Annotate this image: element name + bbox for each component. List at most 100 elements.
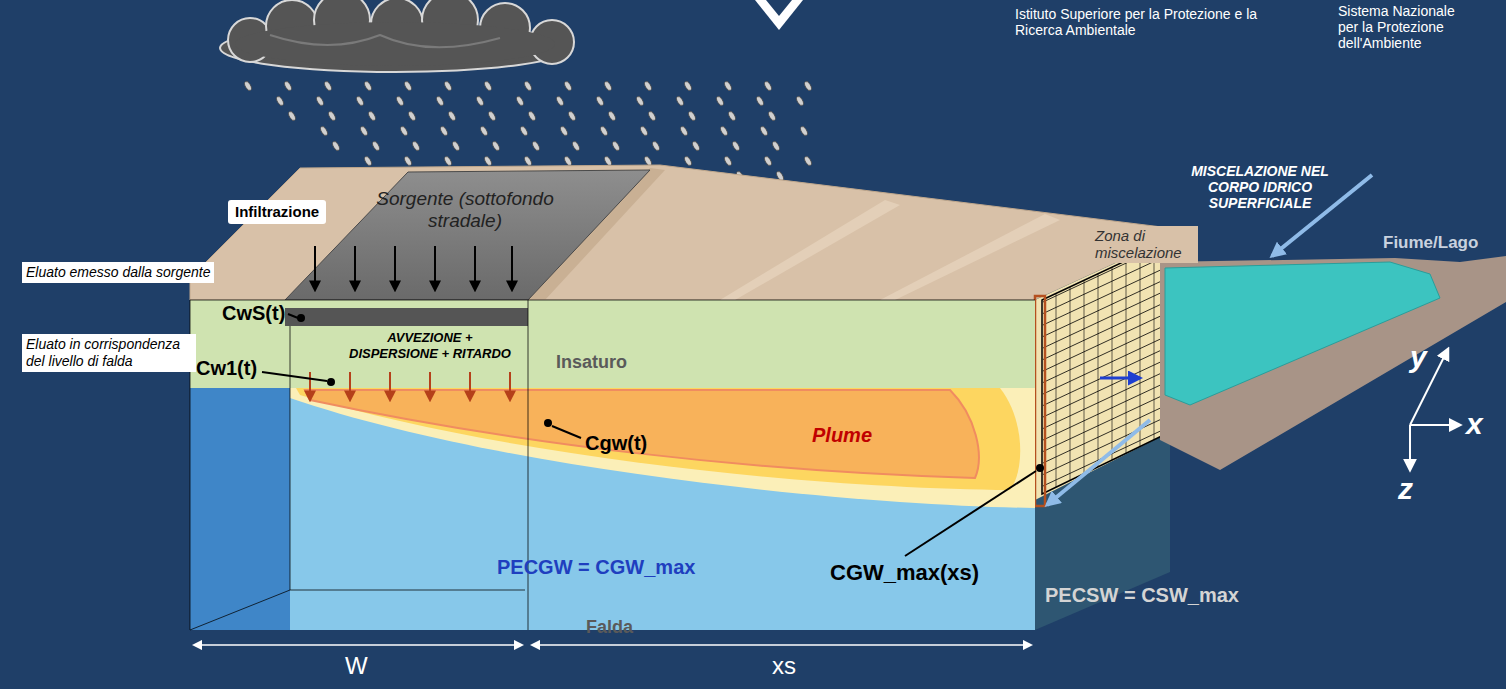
rain-drop: [315, 95, 325, 106]
infiltration-arrows: [314, 246, 316, 290]
infiltration-arrows: [315, 246, 512, 290]
rain-drop: [403, 155, 413, 166]
wireframe: [190, 590, 290, 630]
front-face: [190, 388, 1035, 630]
rain-drop: [367, 110, 377, 121]
rain-drop: [603, 80, 613, 91]
rain-drop: [323, 80, 333, 91]
rain-drop: [643, 80, 653, 91]
rain-drop: [411, 140, 421, 151]
box-text: Eluato in corrispondenza del livello di …: [26, 336, 192, 370]
process-label: AVVEZIONE + DISPERSIONE + RITARDO: [345, 330, 515, 361]
mixing-zone-outline: [1035, 296, 1045, 506]
hatch-line: [1043, 416, 1169, 475]
rain-drop: [275, 95, 285, 106]
rain-drop: [567, 110, 577, 121]
hatch-line: [1140, 254, 1141, 446]
front-face: [190, 388, 290, 630]
rain-drop: [479, 125, 489, 136]
transport-arrows: [310, 372, 510, 400]
infiltration-arrows: [354, 246, 356, 290]
rain-drop: [595, 95, 605, 106]
leader-lines: [544, 419, 552, 427]
wireframe: [290, 326, 291, 590]
river: [1160, 256, 1506, 470]
rain-drop: [683, 80, 693, 91]
rain-drop: [515, 95, 525, 106]
rain-drop: [407, 110, 417, 121]
box-text: Eluato emesso dalla sorgente: [26, 264, 210, 281]
rain-drop: [403, 80, 413, 91]
rain-drop: [483, 80, 493, 91]
rain-drop: [283, 80, 293, 91]
hatch-line: [1043, 324, 1169, 383]
wireframe: [190, 300, 1035, 301]
zone-label: Insaturo: [556, 352, 627, 373]
rain-drop: [399, 125, 409, 136]
hatch-line: [1070, 287, 1071, 481]
wireframe: [190, 300, 1035, 630]
rain-drop: [331, 140, 341, 151]
rain-drop: [451, 140, 461, 151]
rain-drop: [771, 140, 781, 151]
pec-label: PECSW = CSW_max: [1045, 584, 1239, 607]
logo-mark: [766, 0, 792, 16]
rain-drop: [563, 155, 573, 166]
rain-drop: [523, 80, 533, 91]
source-front: [285, 308, 528, 326]
river: [1160, 256, 1506, 470]
source-front: [285, 308, 528, 326]
logo-mark: [755, 0, 803, 30]
concentration-label: Cw1(t): [196, 357, 257, 380]
rain-drop: [639, 125, 649, 136]
zone-label: Zona di miscelazione: [1092, 226, 1198, 263]
rain-drop: [719, 125, 729, 136]
concentration-label: CwS(t): [222, 302, 285, 325]
axis-label: y: [1410, 340, 1427, 375]
hatch-line: [1043, 370, 1169, 429]
wireframe: [528, 300, 529, 630]
rain-drop: [803, 155, 813, 166]
hatch-line: [1043, 381, 1169, 440]
rain-drop: [519, 125, 529, 136]
rain-drop: [527, 110, 537, 121]
infiltration-arrows: [434, 246, 436, 290]
hatch-line: [1084, 280, 1085, 473]
box-text: Infiltrazione: [235, 203, 319, 221]
concentration-label: Cgw(t): [585, 432, 647, 455]
rain-drop: [683, 155, 693, 166]
infiltration-arrows: [474, 246, 476, 290]
infiltration-arrows: [511, 246, 513, 290]
water-body-label: Fiume/Lago: [1383, 233, 1478, 253]
rain-drop: [443, 80, 453, 91]
rain-drop: [731, 140, 741, 151]
network-name: Sistema Nazionale per la Protezione dell…: [1338, 3, 1478, 51]
rain-drop: [723, 155, 733, 166]
source-label: Sorgente (sottofondo stradale): [360, 188, 570, 232]
front-face: [190, 300, 1035, 388]
hatch-line: [1112, 267, 1113, 460]
rain-drop: [651, 140, 661, 151]
rain-drop: [555, 95, 565, 106]
rain-drop: [679, 125, 689, 136]
leader-lines: [297, 314, 305, 322]
hatch-line: [1043, 301, 1169, 360]
rain-drop: [559, 125, 569, 136]
rain-drop: [795, 95, 805, 106]
rain-cloud: [220, 0, 574, 72]
rain-drop: [755, 95, 765, 106]
rain-drop: [523, 155, 533, 166]
rain-drop: [363, 80, 373, 91]
hatch-line: [1043, 312, 1169, 371]
flow-arrows: [1100, 377, 1140, 380]
plume: [305, 390, 979, 478]
infiltration-box: Infiltrazione: [228, 200, 326, 224]
rain-drop: [675, 95, 685, 106]
infiltration-arrows: [394, 246, 396, 290]
flow-arrows: [1047, 175, 1372, 505]
leader-lines: [1036, 464, 1044, 472]
rain-drop: [319, 125, 329, 136]
rain-drop: [647, 110, 657, 121]
